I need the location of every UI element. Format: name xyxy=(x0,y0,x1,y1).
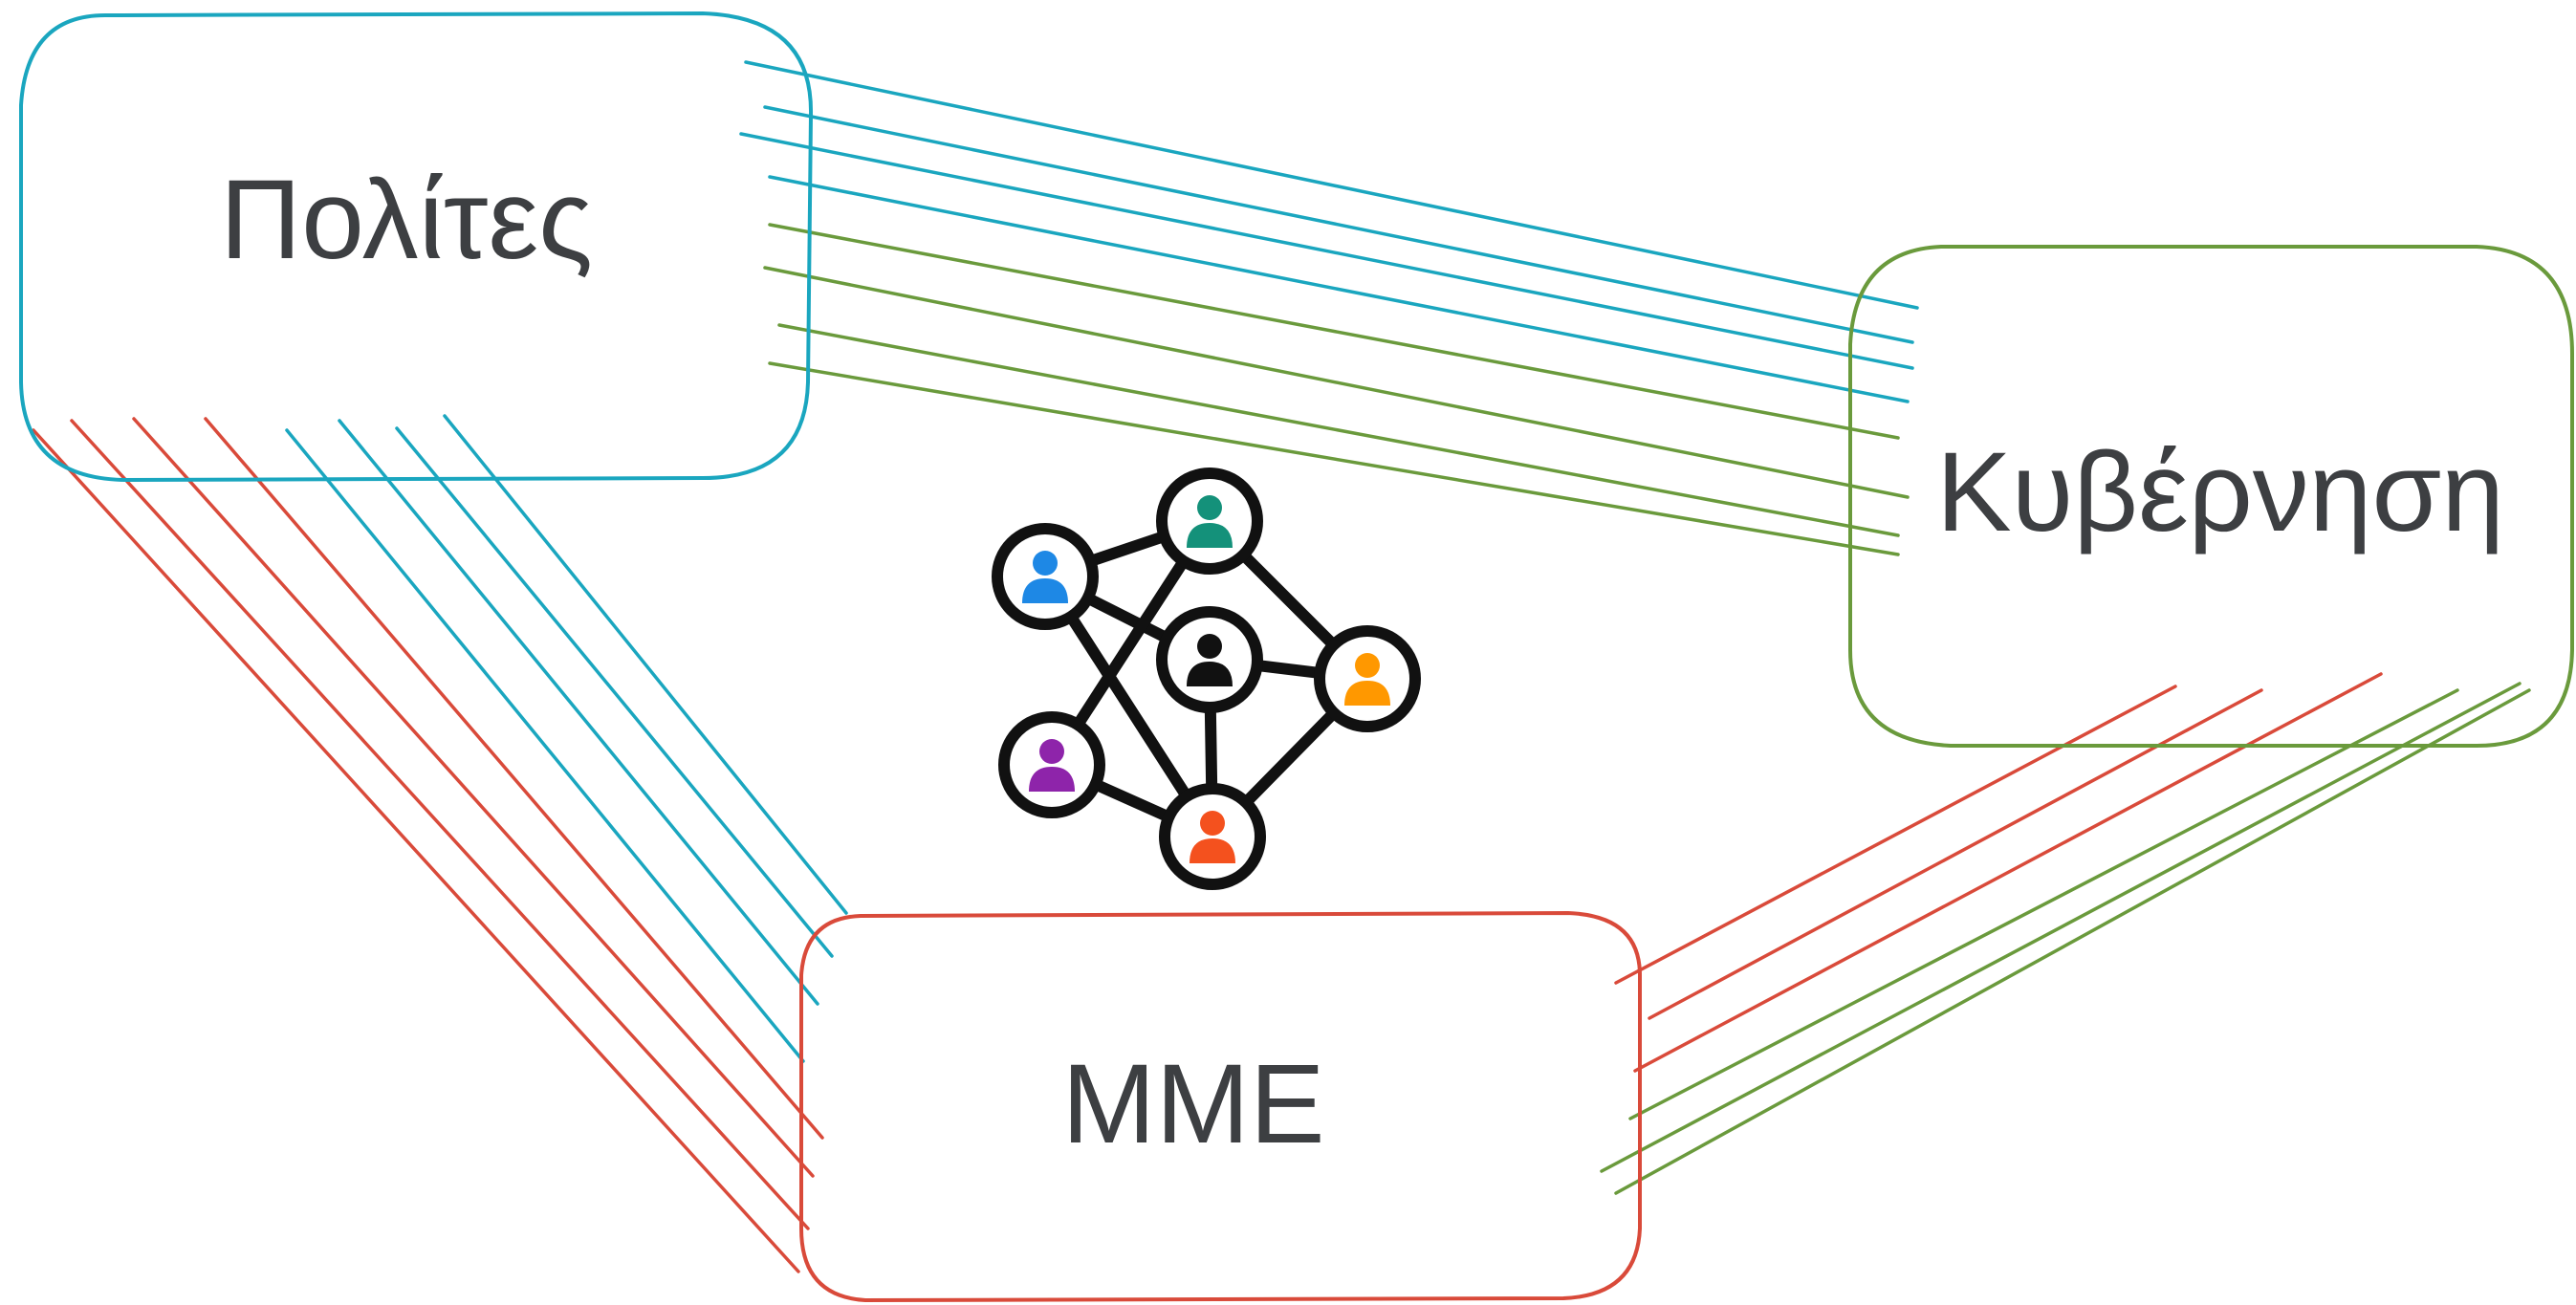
connector-line xyxy=(763,266,1910,499)
connector-line xyxy=(1600,682,2521,1173)
person-center-icon xyxy=(1156,606,1263,713)
connector-line xyxy=(768,361,1900,556)
media-node: ΜΜΕ xyxy=(799,910,1642,1303)
connector-line xyxy=(132,417,815,1178)
connector-line xyxy=(395,426,834,958)
connector-line xyxy=(204,417,824,1140)
person-left-icon xyxy=(992,523,1099,630)
connector-line xyxy=(777,323,1900,537)
media-label: ΜΜΕ xyxy=(1061,1041,1324,1167)
person-bottom-icon xyxy=(1159,783,1266,890)
government-media-connectors xyxy=(1600,672,2531,1195)
connector-line xyxy=(763,105,1914,344)
citizens-media-connectors xyxy=(32,414,848,1273)
person-top-icon xyxy=(1156,468,1263,575)
citizens-node: Πολίτες xyxy=(19,11,814,483)
citizens-box xyxy=(19,11,814,483)
connector-line xyxy=(32,428,800,1273)
connector-line xyxy=(1648,688,2263,1020)
media-box xyxy=(799,910,1642,1303)
government-box xyxy=(1848,245,2574,748)
citizens-label: Πολίτες xyxy=(220,157,593,283)
social-network-icon xyxy=(992,468,1421,890)
connector-line xyxy=(1628,688,2459,1120)
connector-line xyxy=(285,428,805,1063)
person-bottom-left-icon xyxy=(998,711,1105,818)
connector-line xyxy=(744,60,1919,310)
connector-line xyxy=(739,132,1914,370)
connector-line xyxy=(1633,672,2383,1073)
connector-line xyxy=(70,419,810,1230)
connector-line xyxy=(338,419,819,1006)
connector-line xyxy=(768,223,1900,440)
government-node: Κυβέρνηση xyxy=(1848,245,2574,748)
connector-line xyxy=(1614,688,2531,1195)
connector-line xyxy=(1614,685,2177,985)
connector-line xyxy=(443,414,848,915)
connector-line xyxy=(768,175,1910,403)
government-label: Κυβέρνηση xyxy=(1936,429,2504,555)
citizens-government-connectors xyxy=(739,60,1919,556)
person-right-icon xyxy=(1314,625,1421,732)
